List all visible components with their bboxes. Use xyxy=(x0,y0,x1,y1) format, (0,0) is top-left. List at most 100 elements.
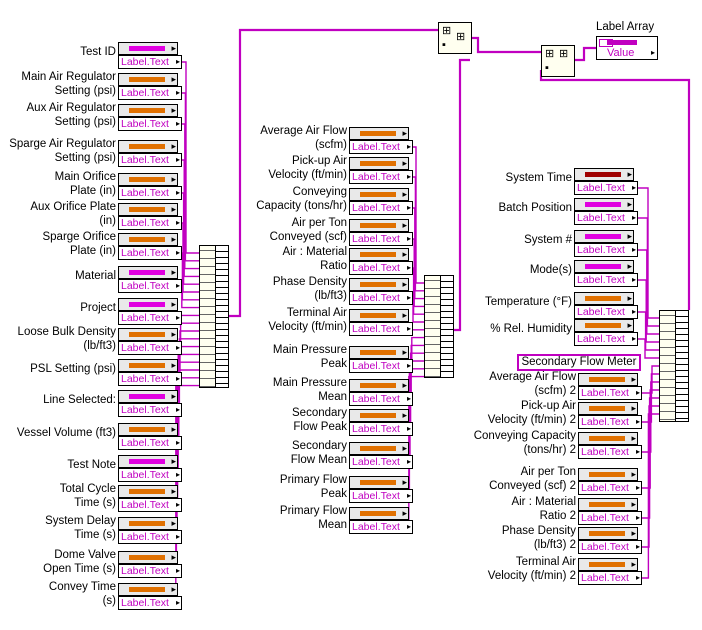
air-per-ton-conveyed-scf-control[interactable]: ▸ xyxy=(349,219,409,232)
main-orifice-plate-in-label-text-node[interactable]: Label.Text▸ xyxy=(118,186,182,200)
main-pressure-mean-label-text-node[interactable]: Label.Text▸ xyxy=(349,392,413,406)
test-note-label-text-node[interactable]: Label.Text▸ xyxy=(118,468,182,482)
batch-position-label-text-node[interactable]: Label.Text▸ xyxy=(574,211,638,225)
aux-air-regulator-setting-psi-control[interactable]: ▸ xyxy=(118,104,178,117)
project-control[interactable]: ▸ xyxy=(118,298,178,311)
main-air-regulator-setting-psi-label-text-node[interactable]: Label.Text▸ xyxy=(118,86,182,100)
aux-air-regulator-setting-psi-label-text-node[interactable]: Label.Text▸ xyxy=(118,117,182,131)
batch-position-control[interactable]: ▸ xyxy=(574,198,634,211)
bundle-node-2[interactable] xyxy=(424,275,454,378)
system-time-control[interactable]: ▸ xyxy=(574,168,634,181)
project-label-text-node[interactable]: Label.Text▸ xyxy=(118,311,182,325)
bundle-node-3[interactable] xyxy=(659,310,689,422)
primary-flow-mean-label: Primary Flow Mean xyxy=(279,505,347,531)
bundle-node-1[interactable] xyxy=(199,245,229,388)
rel-humidity-label-text-node[interactable]: Label.Text▸ xyxy=(574,332,638,346)
primary-flow-mean-control[interactable]: ▸ xyxy=(349,507,409,520)
terminal-air-velocity-ft-min-2-label-text-node[interactable]: Label.Text▸ xyxy=(578,571,642,585)
main-air-regulator-setting-psi-control[interactable]: ▸ xyxy=(118,73,178,86)
primary-flow-peak-control[interactable]: ▸ xyxy=(349,476,409,489)
main-orifice-plate-in-control[interactable]: ▸ xyxy=(118,173,178,186)
primary-flow-mean-label-text-node[interactable]: Label.Text▸ xyxy=(349,520,413,534)
air-per-ton-conveyed-scf-2-control[interactable]: ▸ xyxy=(578,468,638,481)
loose-bulk-density-lb-ft3-label-text-node[interactable]: Label.Text▸ xyxy=(118,341,182,355)
psl-setting-psi-label-text-node[interactable]: Label.Text▸ xyxy=(118,372,182,386)
secondary-flow-mean-control[interactable]: ▸ xyxy=(349,442,409,455)
temperature-f-label-text-node[interactable]: Label.Text▸ xyxy=(574,305,638,319)
build-array-icon-2[interactable]: ⊞⊞▪ xyxy=(541,45,575,77)
vessel-volume-ft3-control[interactable]: ▸ xyxy=(118,423,178,436)
air-material-ratio-control[interactable]: ▸ xyxy=(349,248,409,261)
sparge-orifice-plate-in-control[interactable]: ▸ xyxy=(118,233,178,246)
system-control[interactable]: ▸ xyxy=(574,230,634,243)
conveying-capacity-tons-hr-2-control[interactable]: ▸ xyxy=(578,432,638,445)
convey-time-s-control[interactable]: ▸ xyxy=(118,583,178,596)
main-pressure-mean-control[interactable]: ▸ xyxy=(349,379,409,392)
secondary-flow-peak-control[interactable]: ▸ xyxy=(349,409,409,422)
pick-up-air-velocity-ft-min-label-text-node[interactable]: Label.Text▸ xyxy=(349,170,413,184)
primary-flow-peak-label-text-node[interactable]: Label.Text▸ xyxy=(349,489,413,503)
sparge-air-regulator-setting-psi-control[interactable]: ▸ xyxy=(118,140,178,153)
wire xyxy=(181,285,199,309)
convey-time-s-label-text-node[interactable]: Label.Text▸ xyxy=(118,596,182,610)
system-time-label-text-node[interactable]: Label.Text▸ xyxy=(574,181,638,195)
phase-density-lb-ft3-2-control[interactable]: ▸ xyxy=(578,527,638,540)
vessel-volume-ft3-label-text-node[interactable]: Label.Text▸ xyxy=(118,436,182,450)
sparge-air-regulator-setting-psi-label-text-node[interactable]: Label.Text▸ xyxy=(118,153,182,167)
psl-setting-psi-control[interactable]: ▸ xyxy=(118,359,178,372)
total-cycle-time-s-label-text-node[interactable]: Label.Text▸ xyxy=(118,498,182,512)
test-id-control[interactable]: ▸ xyxy=(118,42,178,55)
main-pressure-peak-label-text-node[interactable]: Label.Text▸ xyxy=(349,359,413,373)
material-label-text-node[interactable]: Label.Text▸ xyxy=(118,279,182,293)
air-material-ratio-2-label-text-node[interactable]: Label.Text▸ xyxy=(578,511,642,525)
conveying-capacity-tons-hr-control[interactable]: ▸ xyxy=(349,188,409,201)
mode-s-control[interactable]: ▸ xyxy=(574,260,634,273)
air-per-ton-conveyed-scf-label-text-node[interactable]: Label.Text▸ xyxy=(349,232,413,246)
terminal-air-velocity-ft-min-label-text-node[interactable]: Label.Text▸ xyxy=(349,322,413,336)
batch-position-label: Batch Position xyxy=(498,202,572,214)
dome-valve-open-time-s-control[interactable]: ▸ xyxy=(118,551,178,564)
terminal-air-velocity-ft-min-control[interactable]: ▸ xyxy=(349,309,409,322)
test-note-control[interactable]: ▸ xyxy=(118,455,178,468)
terminal-air-velocity-ft-min-2-control[interactable]: ▸ xyxy=(578,558,638,571)
pick-up-air-velocity-ft-min-2-control[interactable]: ▸ xyxy=(578,402,638,415)
air-material-ratio-2-control[interactable]: ▸ xyxy=(578,498,638,511)
average-air-flow-scfm-control[interactable]: ▸ xyxy=(349,127,409,140)
average-air-flow-scfm-2-control[interactable]: ▸ xyxy=(578,373,638,386)
aux-orifice-plate-in-control[interactable]: ▸ xyxy=(118,203,178,216)
system-label-text-node[interactable]: Label.Text▸ xyxy=(574,243,638,257)
phase-density-lb-ft3-label-text-node[interactable]: Label.Text▸ xyxy=(349,291,413,305)
average-air-flow-scfm-2-label-text-node[interactable]: Label.Text▸ xyxy=(578,386,642,400)
phase-density-lb-ft3-control[interactable]: ▸ xyxy=(349,278,409,291)
line-selected-label-text-node[interactable]: Label.Text▸ xyxy=(118,403,182,417)
total-cycle-time-s-control[interactable]: ▸ xyxy=(118,485,178,498)
temperature-f-control[interactable]: ▸ xyxy=(574,292,634,305)
air-per-ton-conveyed-scf-2-label-text-node[interactable]: Label.Text▸ xyxy=(578,481,642,495)
phase-density-lb-ft3-2-label-text-node[interactable]: Label.Text▸ xyxy=(578,540,642,554)
loose-bulk-density-lb-ft3-control[interactable]: ▸ xyxy=(118,328,178,341)
mode-s-label-text-node[interactable]: Label.Text▸ xyxy=(574,273,638,287)
conveying-capacity-tons-hr-label-text-node[interactable]: Label.Text▸ xyxy=(349,201,413,215)
label-text-property: Label.Text xyxy=(352,262,400,274)
average-air-flow-scfm-label-text-node[interactable]: Label.Text▸ xyxy=(349,140,413,154)
dome-valve-open-time-s-label-text-node[interactable]: Label.Text▸ xyxy=(118,564,182,578)
test-id-label-text-node[interactable]: Label.Text▸ xyxy=(118,55,182,69)
line-selected-control[interactable]: ▸ xyxy=(118,390,178,403)
pick-up-air-velocity-ft-min-control[interactable]: ▸ xyxy=(349,157,409,170)
build-array-icon-1[interactable]: ⊞⊞▪ xyxy=(438,22,472,54)
aux-orifice-plate-in-label-text-node[interactable]: Label.Text▸ xyxy=(118,216,182,230)
rel-humidity-control[interactable]: ▸ xyxy=(574,319,634,332)
conveying-capacity-tons-hr-2-label-text-node[interactable]: Label.Text▸ xyxy=(578,445,642,459)
label-text-property: Label.Text xyxy=(121,499,169,511)
main-pressure-peak-control[interactable]: ▸ xyxy=(349,346,409,359)
system-delay-time-s-label-text-node[interactable]: Label.Text▸ xyxy=(118,530,182,544)
wire xyxy=(229,28,438,318)
pick-up-air-velocity-ft-min-2-label-text-node[interactable]: Label.Text▸ xyxy=(578,415,642,429)
secondary-flow-mean-label-text-node[interactable]: Label.Text▸ xyxy=(349,455,413,469)
secondary-flow-peak-label-text-node[interactable]: Label.Text▸ xyxy=(349,422,413,436)
label-array-indicator[interactable]: Value ▸ xyxy=(596,36,658,60)
sparge-orifice-plate-in-label-text-node[interactable]: Label.Text▸ xyxy=(118,246,182,260)
system-delay-time-s-control[interactable]: ▸ xyxy=(118,517,178,530)
material-control[interactable]: ▸ xyxy=(118,266,178,279)
air-material-ratio-label-text-node[interactable]: Label.Text▸ xyxy=(349,261,413,275)
